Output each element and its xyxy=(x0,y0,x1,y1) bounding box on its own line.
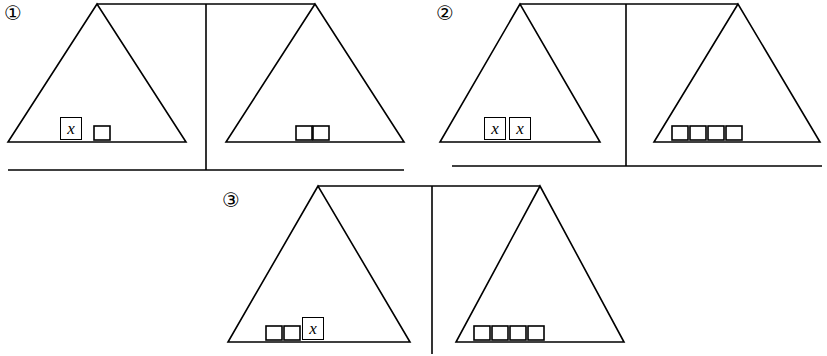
unit-weight xyxy=(313,126,329,140)
balance-pan xyxy=(226,4,404,142)
ground-line xyxy=(452,165,822,167)
balance-pan xyxy=(8,4,186,142)
figure-number: ③ xyxy=(222,190,240,210)
variable-name: x xyxy=(309,320,317,337)
variable-name: x xyxy=(491,120,499,137)
unit-weight xyxy=(690,126,706,140)
figure-number: ① xyxy=(4,3,22,23)
unknown-weight-box: x xyxy=(302,317,324,340)
unit-weight xyxy=(708,126,724,140)
unit-weight xyxy=(94,126,110,140)
ground-line xyxy=(8,169,404,171)
figure-number: ② xyxy=(436,3,454,23)
unit-weight xyxy=(474,326,490,340)
unknown-weight-box: x xyxy=(509,117,531,140)
unit-weight xyxy=(528,326,544,340)
unit-weight xyxy=(284,326,300,340)
variable-name: x xyxy=(516,120,524,137)
balance-pan xyxy=(228,186,410,342)
balance-post xyxy=(431,186,433,354)
balance-post xyxy=(625,4,627,166)
balance-beam xyxy=(520,3,738,5)
unit-weight xyxy=(492,326,508,340)
balance-beam xyxy=(318,185,540,187)
balance-post xyxy=(205,4,207,170)
unit-weight xyxy=(266,326,282,340)
unit-weight xyxy=(672,126,688,140)
balance-pan xyxy=(654,4,820,142)
unknown-weight-box: x xyxy=(484,117,506,140)
unit-weight xyxy=(296,126,312,140)
variable-name: x xyxy=(67,120,75,137)
unit-weight xyxy=(726,126,742,140)
balance-pan xyxy=(440,4,600,142)
balance-pan xyxy=(456,186,624,342)
unknown-weight-box: x xyxy=(60,117,82,140)
unit-weight xyxy=(510,326,526,340)
